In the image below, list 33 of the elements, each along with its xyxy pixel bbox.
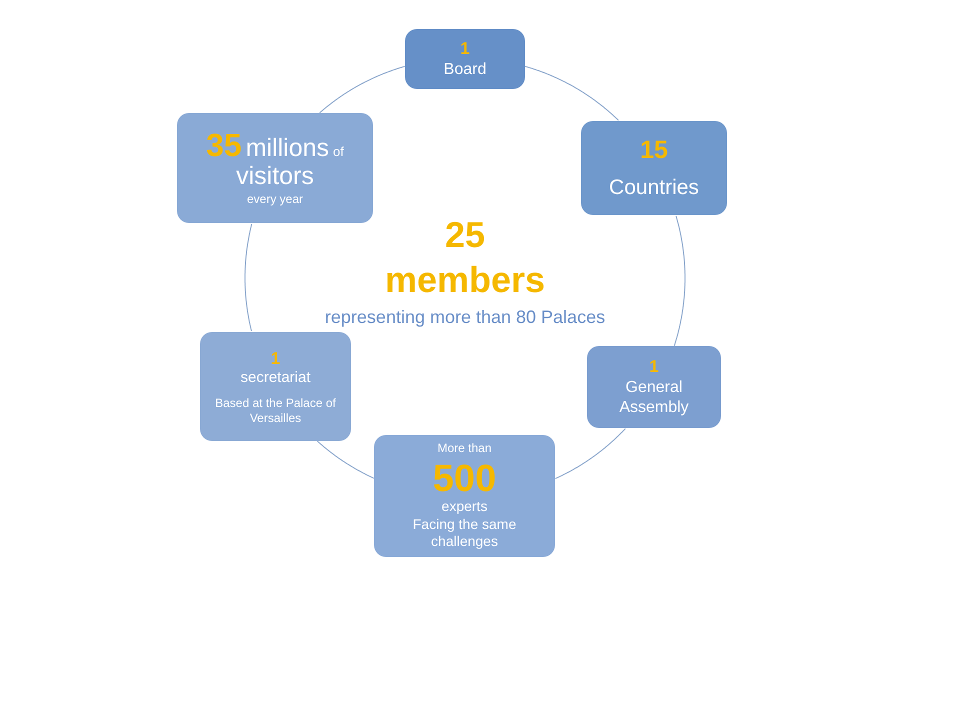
rounded-box: [177, 113, 373, 223]
box-text: millions: [246, 136, 330, 161]
box-text: Facing the same challenges: [412, 516, 518, 551]
box-text: every year: [246, 192, 304, 208]
box-text: secretariat: [240, 368, 311, 388]
connector-arc: [316, 440, 374, 479]
box-text: More than: [437, 441, 492, 456]
rounded-box: [405, 29, 525, 89]
subtitle-text: representing more than 80 Palaces: [324, 306, 606, 328]
figure-text: 1: [460, 38, 470, 60]
box-text: Board: [444, 60, 486, 80]
figure-text: 1: [649, 356, 659, 378]
rounded-box: [374, 435, 555, 557]
box-text: experts: [442, 498, 488, 516]
rounded-box: [581, 121, 727, 215]
figure-text: 35: [206, 128, 242, 161]
box-text: visitors: [236, 160, 314, 192]
figure-text: 15: [640, 135, 668, 166]
box-text: of: [333, 144, 344, 158]
rounded-box: [587, 346, 721, 428]
rounded-box: [200, 332, 351, 441]
box-text: Based at the Palace of Versailles: [214, 396, 337, 426]
box-text: Countries: [609, 174, 699, 200]
connector-arc: [674, 216, 686, 346]
figure-text: 1: [270, 348, 280, 369]
connector-arc: [554, 428, 626, 480]
headline-text: 25: [444, 213, 486, 257]
box-text: General Assembly: [618, 378, 690, 418]
connector-arc: [319, 66, 406, 114]
headline-text: members: [384, 258, 546, 302]
connector-arc: [244, 224, 252, 332]
connector-arc: [524, 66, 619, 121]
figure-text: 500: [432, 460, 496, 498]
